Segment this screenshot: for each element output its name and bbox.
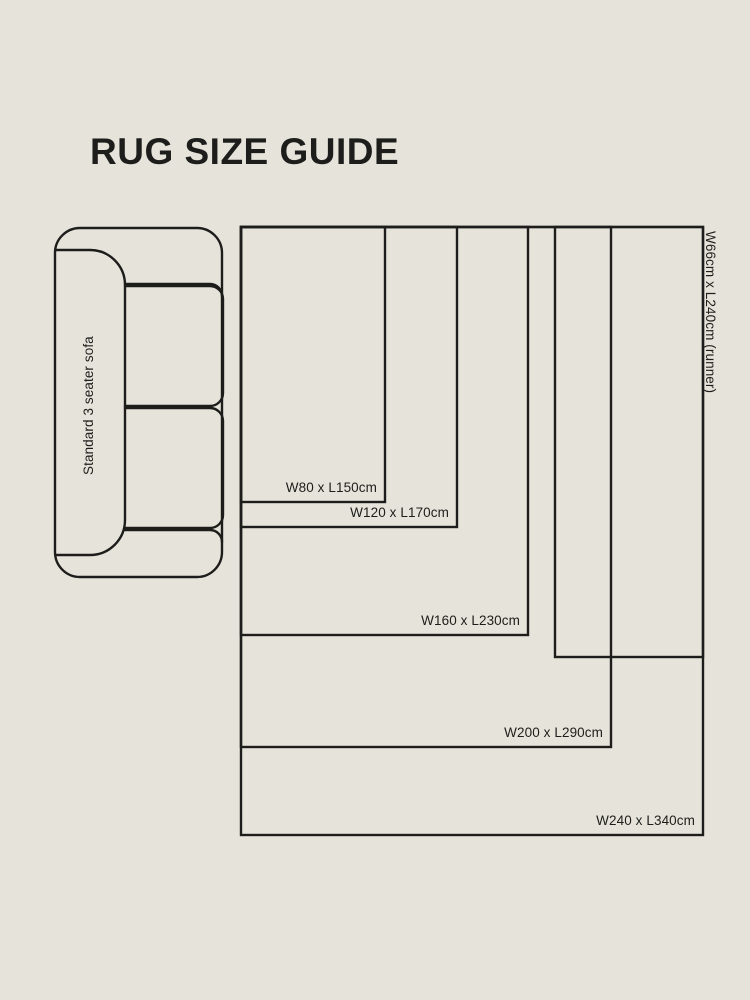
rug-rect-w80-l150[interactable] <box>239 225 387 504</box>
rug-label-w200-l290: W200 x L290cm <box>504 725 603 740</box>
rug-label-w120-l170: W120 x L170cm <box>350 505 449 520</box>
rug-label-w240-l340: W240 x L340cm <box>596 813 695 828</box>
rug-label-w160-l230: W160 x L230cm <box>421 613 520 628</box>
sofa-plan-icon <box>53 226 225 579</box>
sofa-backrest <box>54 248 127 557</box>
rug-rectangles <box>239 225 705 837</box>
rug-rect-runner[interactable] <box>553 225 705 659</box>
sofa-cushion-2 <box>123 406 225 530</box>
sofa-cushion-1 <box>123 284 225 408</box>
sofa-arm-bottom <box>123 528 224 544</box>
rug-label-runner: W66cm x L240cm (runner) <box>703 231 718 394</box>
rug-label-w80-l150: W80 x L150cm <box>285 480 377 495</box>
rug-rect-w240-l340[interactable] <box>239 225 705 837</box>
sofa-outer-outline <box>53 226 224 579</box>
sofa-label: Standard 3 seater sofa <box>81 336 96 475</box>
page-title: RUG SIZE GUIDE <box>90 131 400 172</box>
